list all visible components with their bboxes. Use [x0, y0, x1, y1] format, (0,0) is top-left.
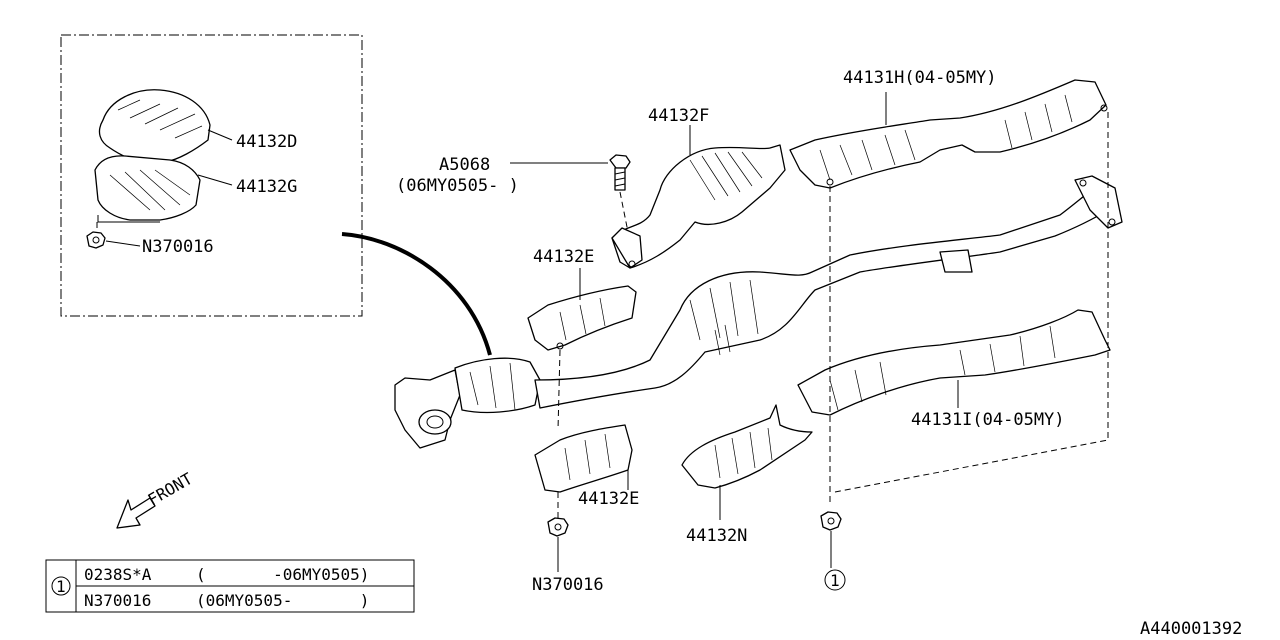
exhaust-pipe-main — [394, 175, 1123, 449]
label-44131H: 44131H(04-05MY) — [843, 68, 997, 88]
legend-row1-part: 0238S*A — [84, 565, 152, 584]
part-44132E-bottom — [534, 424, 633, 493]
label-44132G: 44132G — [236, 177, 297, 197]
part-44131H — [789, 79, 1108, 189]
label-44132D: 44132D — [236, 132, 297, 152]
bolt-A5068 — [609, 154, 631, 233]
nut-N370016-bottom-icon — [547, 517, 569, 537]
label-A5068-note: (06MY0505- ) — [396, 176, 519, 196]
legend-row1-note: ( -06MY0505) — [196, 565, 369, 584]
label-44131I: 44131I(04-05MY) — [911, 410, 1065, 430]
label-front: FRONT — [145, 469, 197, 510]
part-44131I — [797, 309, 1111, 416]
legend-table: 1 0238S*A ( -06MY0505) N370016 (06MY0505… — [45, 559, 415, 613]
label-N370016-bottom: N370016 — [532, 575, 604, 595]
callout-1-marker — [824, 569, 846, 591]
label-44132E-top: 44132E — [533, 247, 594, 267]
inset-box: 44132D 44132G N370016 — [60, 34, 363, 317]
part-44132E-top — [527, 285, 637, 351]
label-44132F: 44132F — [648, 106, 709, 126]
diagram-id: A440001392 — [1140, 619, 1242, 639]
label-N370016-inset: N370016 — [142, 237, 214, 257]
part-44132N — [681, 404, 813, 489]
label-A5068: A5068 — [439, 155, 490, 175]
inset-nut-icon — [86, 231, 106, 249]
front-arrow-icon — [116, 497, 156, 529]
inset-pointer-arrow — [341, 232, 492, 356]
callout-1-text: 1 — [830, 571, 840, 590]
label-44132N: 44132N — [686, 526, 747, 546]
legend-row2-part: N370016 — [84, 591, 151, 610]
legend-row2-note: (06MY0505- ) — [196, 591, 369, 610]
label-44132E-bottom: 44132E — [578, 489, 639, 509]
nut-callout-1-icon — [820, 511, 842, 531]
inset-catalytic-converter — [94, 89, 211, 235]
part-44132F — [611, 144, 786, 269]
legend-marker: 1 — [56, 577, 66, 596]
